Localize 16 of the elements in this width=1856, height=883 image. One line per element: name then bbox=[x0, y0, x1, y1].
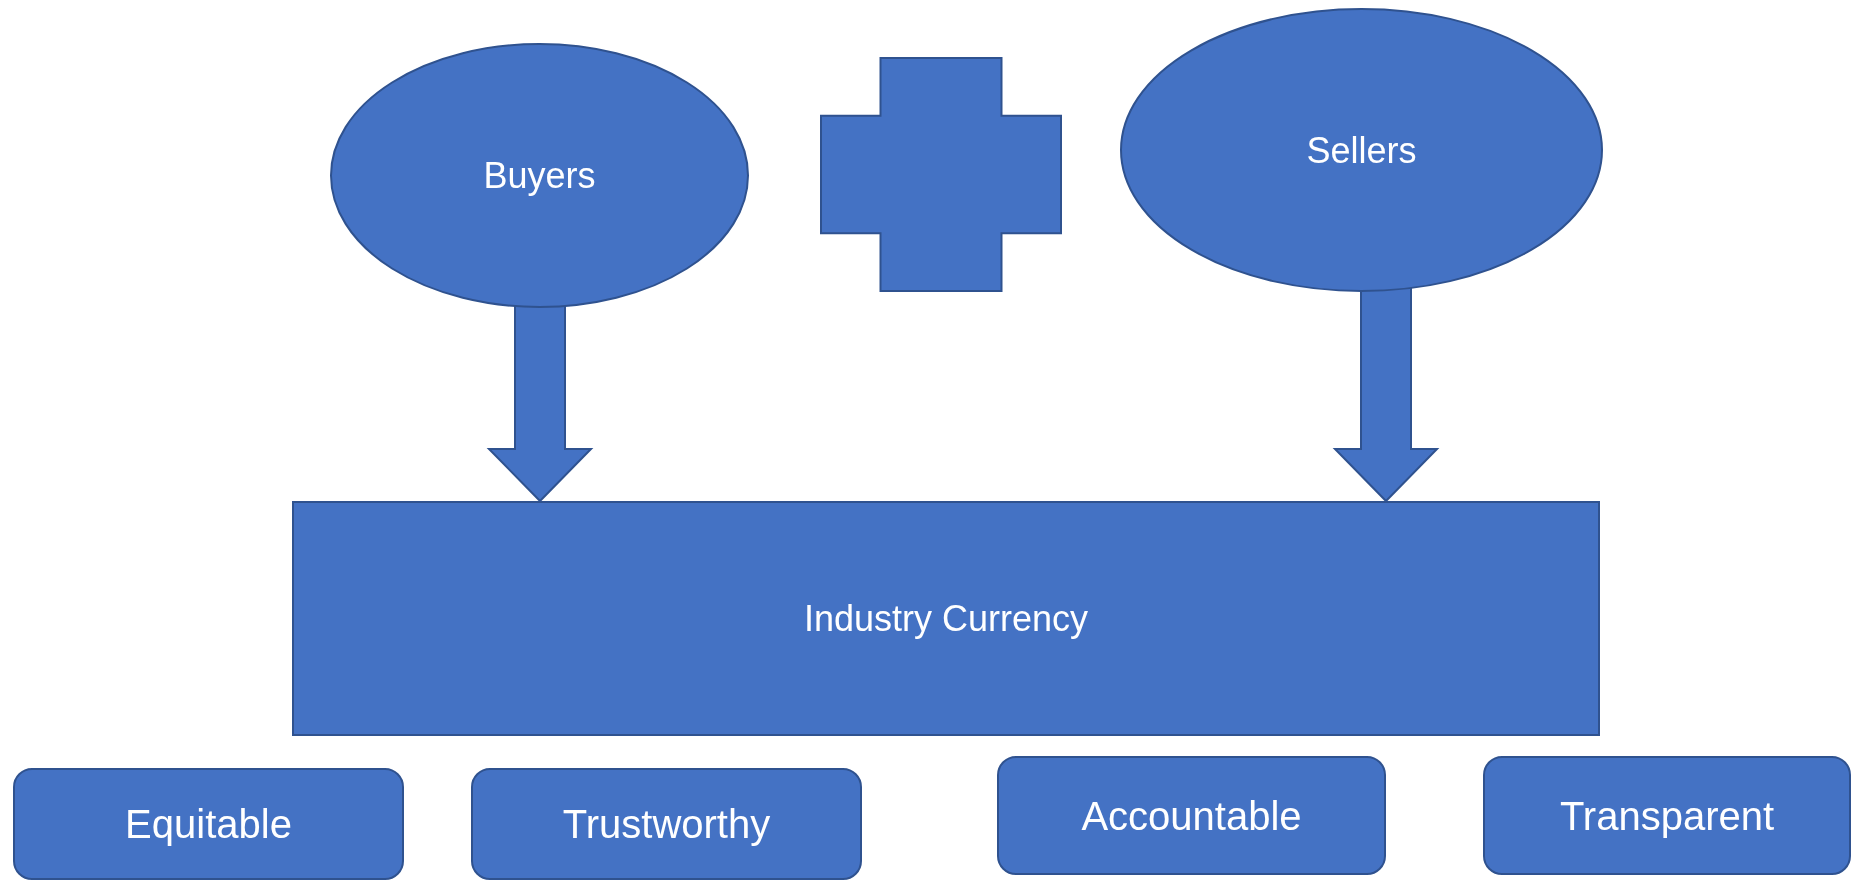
ellipse-node bbox=[330, 43, 749, 308]
node-label: Accountable bbox=[1081, 792, 1302, 840]
rounded-box bbox=[997, 756, 1386, 875]
node-label: Trustworthy bbox=[562, 801, 771, 848]
ellipse-node bbox=[1120, 8, 1603, 292]
plus-shape bbox=[820, 57, 1062, 292]
rectangle-node bbox=[292, 501, 1600, 736]
rounded-box bbox=[1483, 756, 1851, 875]
node-label: Buyers bbox=[483, 154, 596, 198]
node-label: Transparent bbox=[1559, 792, 1775, 840]
block-arrow bbox=[1332, 287, 1440, 503]
node-label: Sellers bbox=[1306, 128, 1417, 173]
node-label: Industry Currency bbox=[803, 597, 1089, 641]
node-label: Equitable bbox=[125, 801, 292, 848]
rounded-box bbox=[471, 768, 862, 880]
rounded-box bbox=[13, 768, 404, 880]
